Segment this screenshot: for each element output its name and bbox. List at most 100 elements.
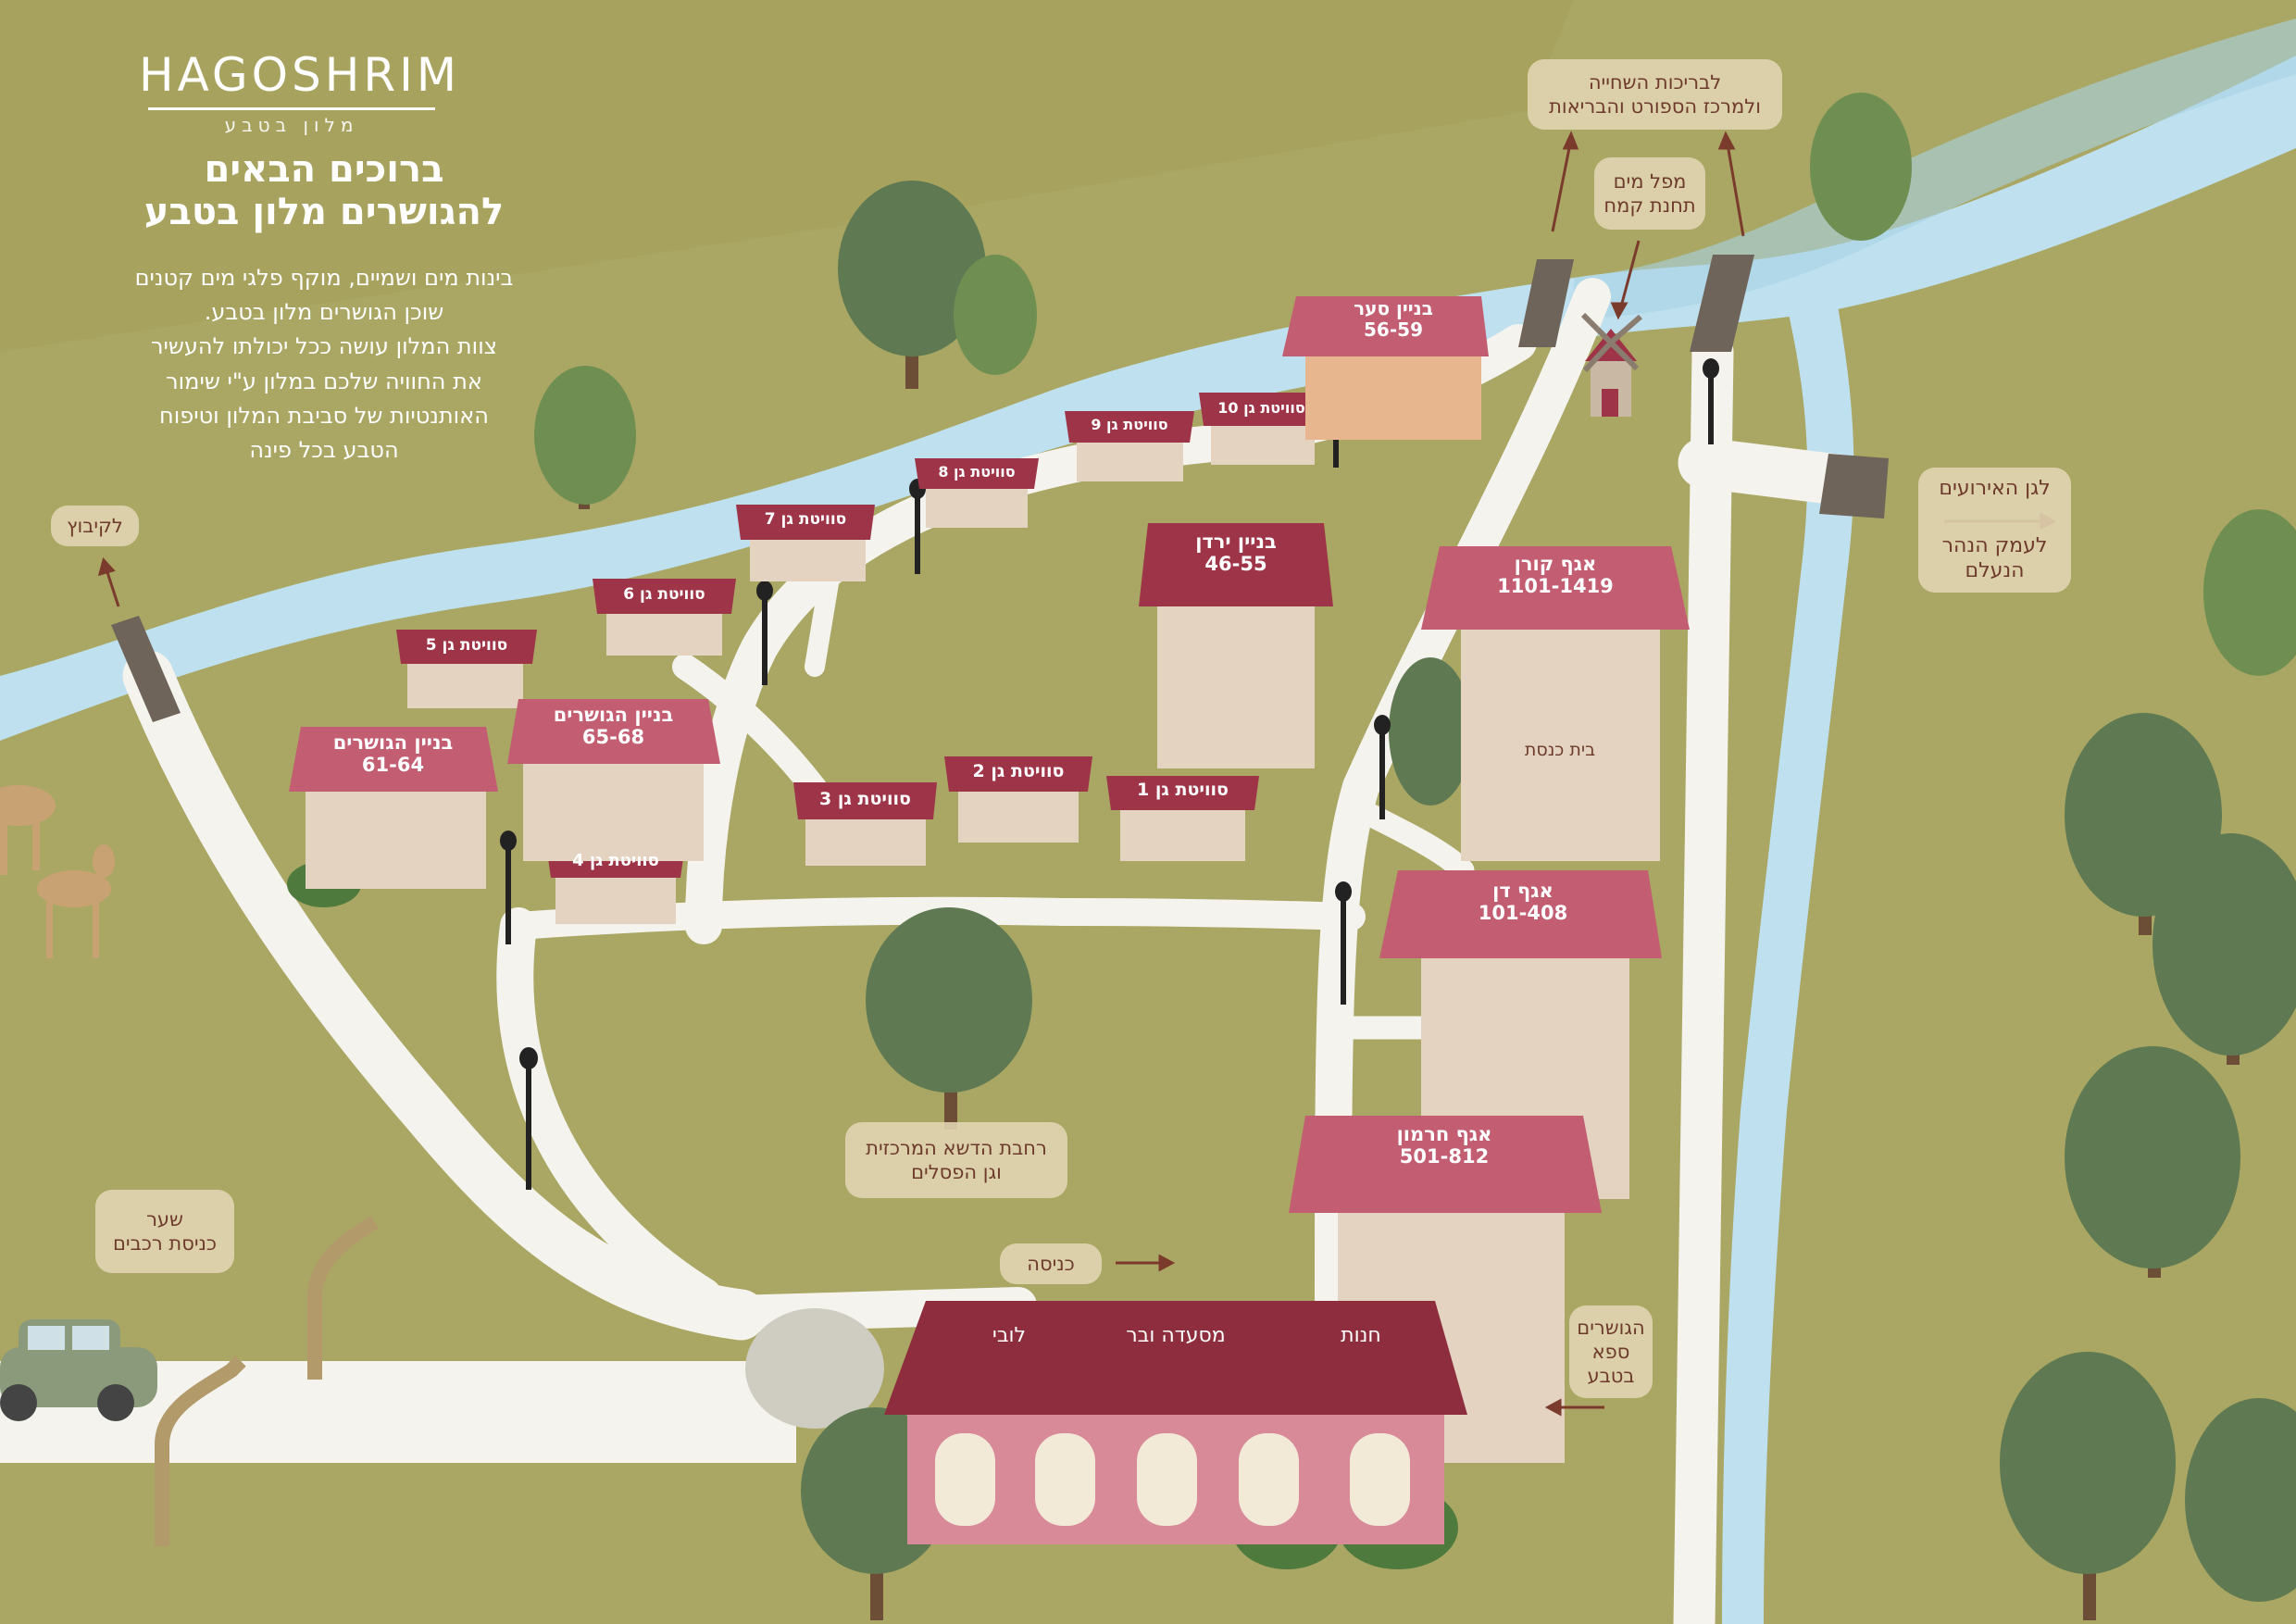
label-suite-3[interactable]: סוויטת גן 3 [819, 789, 911, 809]
suite-house-5 [396, 630, 537, 708]
suite-house-8 [915, 458, 1039, 528]
building-rooms: 61-64 [361, 754, 425, 777]
logo-tagline: מלון בטבע [224, 114, 359, 136]
sign-line: תחנת קמח [1603, 194, 1696, 217]
building-yarden [1139, 523, 1333, 768]
bridges [111, 255, 1889, 722]
label-building-hermon[interactable]: אגף חרמון 501-812 [1319, 1123, 1569, 1168]
building-name: אגף דן [1492, 880, 1554, 902]
tree [2065, 1046, 2240, 1278]
building-main-lobby [884, 1301, 1467, 1544]
sign-line: ולמרכז הספורט והבריאות [1549, 95, 1761, 118]
label-suite-7[interactable]: סוויטת גן 7 [764, 510, 847, 529]
label-building-saar[interactable]: בניין סער 56-59 [1315, 298, 1472, 341]
tree [838, 181, 1037, 389]
sign-line: שער [146, 1207, 183, 1230]
logo-divider [148, 107, 435, 110]
building-saar [1282, 296, 1489, 440]
suite-house-2 [944, 756, 1092, 843]
grass-patch [0, 0, 1574, 352]
suite-house-10 [1199, 393, 1324, 465]
sign-line: כניסת רכבים [112, 1232, 218, 1255]
tree [2000, 1352, 2176, 1620]
label-building-koren[interactable]: אגף קורן 1101-1419 [1444, 553, 1666, 597]
sign-line: לבריכות השחייה [1588, 70, 1722, 94]
label-lobby[interactable]: לובי [992, 1324, 1027, 1347]
building-koren [1421, 546, 1690, 861]
building-name: אגף חרמון [1396, 1123, 1492, 1145]
building-hagoshrim [507, 699, 720, 861]
tree [866, 907, 1032, 1130]
sign-events-garden[interactable]: לגן האירועים לעמק הנהר הנעלם [1918, 468, 2071, 593]
welcome-panel: ברוכים הבאים להגושרים מלון בטבע בינות מי… [65, 148, 583, 468]
lamp-post-icon [519, 1047, 538, 1190]
sign-entrance[interactable]: כניסה [1000, 1243, 1102, 1284]
suite-house-1 [1106, 776, 1259, 861]
building-hagoshrim-2 [289, 727, 498, 889]
label-suite-1[interactable]: סוויטת גן 1 [1137, 780, 1229, 800]
building-name: בניין הגושרים [553, 704, 674, 726]
welcome-title-line1: ברוכים הבאים [204, 148, 444, 191]
label-building-hagoshrim[interactable]: בניין הגושרים 65-68 [518, 704, 708, 748]
building-rooms: 1101-1419 [1497, 575, 1614, 598]
sign-waterfall-mill[interactable]: מפל מים תחנת קמח [1594, 157, 1705, 230]
welcome-title-line2: להגושרים מלון בטבע [144, 191, 505, 233]
label-building-yarden[interactable]: בניין ירדן 46-55 [1153, 531, 1319, 575]
sign-line: בטבע [1587, 1365, 1635, 1388]
lamp-post-icon [756, 581, 773, 685]
suite-house-3 [793, 782, 937, 866]
buildings [289, 296, 1690, 1544]
sign-vehicle-gate[interactable]: שער כניסת רכבים [95, 1190, 234, 1273]
sign-line: הנעלם [1965, 559, 2025, 583]
sign-spa[interactable]: הגושרים ספא בטבע [1569, 1305, 1653, 1398]
logo-brand: HAGOSHRIM [139, 48, 460, 102]
suite-house-9 [1065, 411, 1194, 481]
label-suite-10[interactable]: סוויטת גן 10 [1217, 399, 1305, 417]
label-building-hagoshrim-2[interactable]: בניין הגושרים 61-64 [298, 731, 488, 776]
label-suite-2[interactable]: סוויטת גן 2 [972, 761, 1065, 781]
sign-pools-sports[interactable]: לבריכות השחייה ולמרכז הספורט והבריאות [1528, 59, 1782, 130]
welcome-line: הטבע בכל פינה [249, 436, 399, 463]
building-rooms: 65-68 [581, 726, 645, 749]
gate-icon [155, 1216, 380, 1546]
deer-icon [0, 785, 115, 958]
hotel-logo: HAGOSHRIM מלון בטבע [139, 48, 460, 136]
tree [2152, 833, 2296, 1065]
welcome-line: את החוויה שלכם במלון ע"י שימור [166, 368, 482, 394]
river-main [0, 56, 2296, 741]
lamp-post-icon [1335, 881, 1352, 1005]
sign-to-kibbutz[interactable]: לקיבוץ [51, 506, 139, 546]
sign-line: ספא [1591, 1340, 1630, 1363]
suite-houses [396, 393, 1324, 924]
building-name: בניין סער [1354, 297, 1433, 319]
building-name: בניין ירדן [1195, 531, 1277, 553]
welcome-paragraph: בינות מים ושמיים, מוקף פלגי מים קטנים שו… [65, 261, 583, 468]
label-synagogue[interactable]: בית כנסת [1524, 740, 1596, 760]
tree [1389, 657, 1472, 806]
label-suite-8[interactable]: סוויטת גן 8 [938, 463, 1016, 481]
label-suite-6[interactable]: סוויטת גן 6 [623, 585, 705, 604]
tree [2185, 1398, 2296, 1602]
welcome-line: האותנטיות של סביבת המלון וטיפוח [159, 402, 489, 429]
label-building-dan[interactable]: אגף דן 101-408 [1407, 880, 1639, 924]
label-restaurant-bar[interactable]: מסעדה ובר [1126, 1324, 1226, 1347]
building-name: אגף קורן [1514, 553, 1597, 575]
sign-line: לגן האירועים [1939, 477, 2051, 501]
building-rooms: 101-408 [1478, 902, 1568, 925]
welcome-line: שוכן הגושרים מלון בטבע. [204, 299, 444, 326]
welcome-line: צוות המלון עושה ככל יכולתו להעשיר [150, 333, 497, 360]
building-rooms: 46-55 [1204, 553, 1267, 576]
label-suite-9[interactable]: סוויטת גן 9 [1091, 416, 1168, 433]
lamp-post-icon [1374, 715, 1391, 819]
building-name: בניין הגושרים [332, 731, 454, 754]
label-suite-4[interactable]: סוויטת גן 4 [572, 851, 659, 870]
sign-line: רחבת הדשא המרכזית [866, 1136, 1047, 1159]
sign-line: הגושרים [1577, 1316, 1645, 1339]
roundabout [745, 1308, 884, 1429]
label-shop[interactable]: חנות [1341, 1324, 1381, 1347]
sign-central-lawn[interactable]: רחבת הדשא המרכזית וגן הפסלים [845, 1122, 1067, 1198]
sign-line: לעמק הנהר [1941, 533, 2048, 557]
welcome-line: בינות מים ושמיים, מוקף פלגי מים קטנים [134, 265, 514, 291]
label-suite-5[interactable]: סוויטת גן 5 [425, 636, 508, 655]
